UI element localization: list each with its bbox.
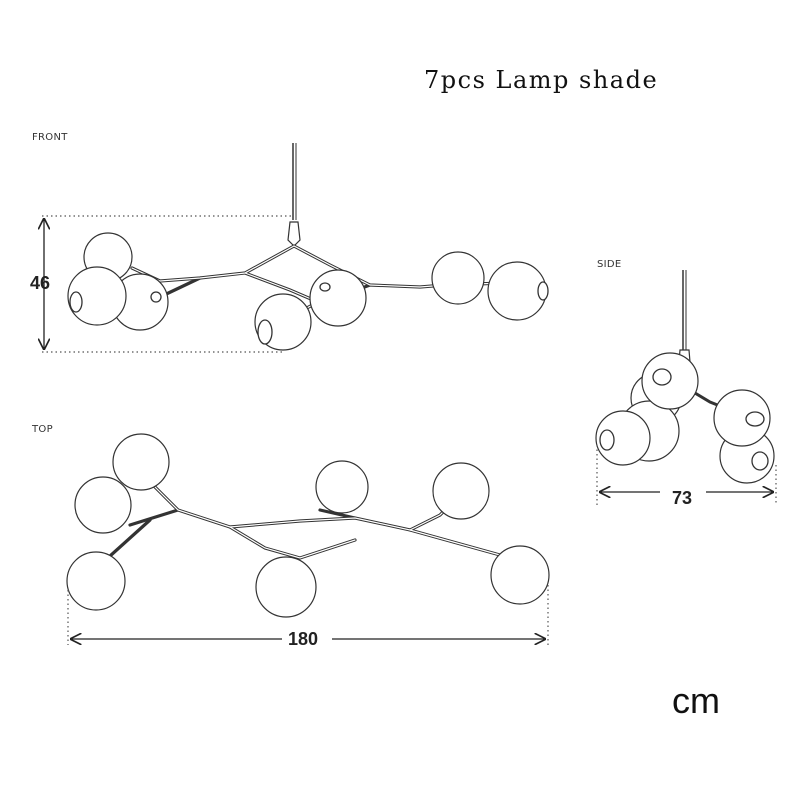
globe xyxy=(66,551,126,611)
hub xyxy=(287,221,301,247)
globe xyxy=(713,389,771,447)
width-dimension: 180 xyxy=(288,629,318,649)
top-view-drawing xyxy=(66,433,550,645)
front-view-drawing xyxy=(42,143,549,353)
globe xyxy=(112,433,170,491)
globe xyxy=(67,266,127,326)
depth-dimension: 73 xyxy=(672,488,692,508)
front-globes xyxy=(67,232,547,351)
side-view-label: SIDE xyxy=(597,259,622,270)
globe xyxy=(315,460,369,514)
globe xyxy=(487,261,547,321)
side-view-drawing xyxy=(595,270,777,505)
globe xyxy=(595,410,651,466)
diagram-title: 7pcs Lamp shade xyxy=(424,66,659,94)
front-view-label: FRONT xyxy=(32,132,68,143)
globe xyxy=(255,556,317,618)
top-view-label: TOP xyxy=(32,424,53,435)
globe xyxy=(74,476,132,534)
globe xyxy=(490,545,550,605)
unit-label: cm xyxy=(672,680,720,721)
globe xyxy=(431,251,485,305)
side-globes xyxy=(595,352,775,484)
height-dimension: 46 xyxy=(30,273,50,293)
globe xyxy=(432,462,490,520)
top-globes xyxy=(66,433,550,618)
globe xyxy=(309,269,367,327)
